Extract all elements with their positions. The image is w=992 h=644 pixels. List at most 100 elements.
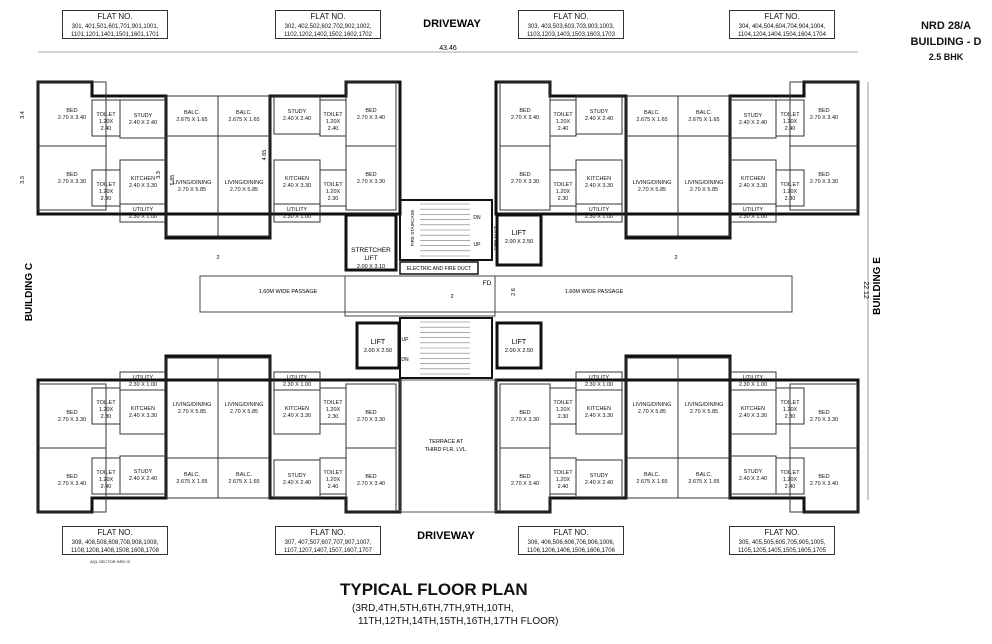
flat-box-line: 1107,1207,1407,1507,1607,1707 [284, 548, 372, 554]
room-balcony-b-tl [217, 95, 271, 137]
room-study-2-bl [273, 459, 321, 499]
room-name-kitchen-2-bl: KITCHEN [285, 406, 309, 412]
room-name-toilet-b-br: TOILET [780, 400, 800, 406]
room-name-balcony-a-bl: BALC. [184, 472, 200, 478]
dim-465: 4.65 [262, 150, 268, 161]
room-dim2-toilet-a-bl: 2.40 [101, 484, 112, 490]
room-name-study-2-bl: STUDY [288, 473, 307, 479]
dim-34: 3.4 [20, 111, 26, 119]
room-bed-d-tl [345, 145, 397, 211]
room-dim-toilet-d-tl: 1.20X [326, 189, 341, 195]
room-dim-living-a-br: 2.70 X 5.85 [690, 409, 718, 415]
lift-left [355, 321, 401, 370]
stair-dn-bottom: DN [401, 357, 409, 363]
flat-box-304: FLAT NO. 304, 404,504,604,704,904,1004, … [729, 10, 835, 39]
room-kitchen-tr [729, 159, 777, 205]
flat-box-line: 305, 405,505,605,705,905,1005, [738, 540, 826, 546]
room-dim-toilet-b-tr: 1.20X [783, 189, 798, 195]
lift-dim-left: 2.00 X 2.50 [364, 348, 392, 354]
room-name-toilet-c-tl: TOILET [323, 112, 343, 118]
room-dim-bed-a-br: 2.70 X 3.40 [810, 481, 838, 487]
room-study-tl [119, 99, 167, 139]
room-dim-utility-tl: 2.30 X 1.00 [129, 214, 157, 220]
room-name-bed-b-bl: BED [66, 410, 77, 416]
room-dim-utility-2-bl: 2.30 X 1.00 [283, 382, 311, 388]
room-living-a-br [677, 357, 731, 459]
room-dim-kitchen-tr: 2.40 X 3.30 [739, 183, 767, 189]
room-dim-bed-b-tr: 2.70 X 3.30 [810, 179, 838, 185]
room-name-kitchen-2-tl: KITCHEN [285, 176, 309, 182]
dim-585: 5.85 [170, 175, 176, 186]
room-kitchen-2-br [575, 389, 623, 435]
fire-duct-label: FIRE DUCT [493, 226, 498, 250]
room-name-balcony-b-bl: BALC. [236, 472, 252, 478]
terrace [399, 379, 497, 513]
room-living-b-bl [217, 357, 271, 459]
flat-box-head: FLAT NO. [97, 12, 133, 21]
room-name-utility-bl: UTILITY [133, 375, 154, 381]
room-name-bed-d-tr: BED [519, 172, 530, 178]
electric-duct-label: ELECTRIC AND FIRE DUCT [407, 266, 471, 272]
room-name-bed-d-bl: BED [365, 410, 376, 416]
electric-fire-duct [399, 261, 479, 275]
flat-box-head: FLAT NO. [553, 528, 589, 537]
flat-box-head: FLAT NO. [310, 12, 346, 21]
room-name-living-b-tr: LIVING/DINING [633, 180, 672, 186]
lift-right [495, 321, 543, 370]
room-name-balcony-b-tr: BALC. [644, 110, 660, 116]
room-dim-utility-2-tr: 2.30 X 1.00 [585, 214, 613, 220]
plan-subtitle-2: 11TH,12TH,14TH,15TH,16TH,17TH FLOOR) [358, 616, 559, 627]
flat-box-line: 1101,1201,1401,1501,1601,1701 [71, 32, 159, 38]
room-kitchen-2-tr [575, 159, 623, 205]
room-name-study-br: STUDY [744, 469, 763, 475]
room-name-living-b-tl: LIVING/DINING [225, 180, 264, 186]
room-dim-balcony-b-br: 2.675 X 1.65 [636, 479, 667, 485]
room-balcony-a-br [677, 457, 731, 499]
room-utility-tl [119, 203, 167, 223]
room-bed-c-tr [499, 81, 551, 147]
room-utility-2-tr [575, 203, 623, 223]
room-dim-kitchen-2-tr: 2.40 X 3.30 [585, 183, 613, 189]
plan-title: TYPICAL FLOOR PLAN [340, 580, 528, 599]
flat-box-line: 1102,1202,1402,1502,1602,1702 [284, 32, 372, 38]
dim-2-center: 2 [450, 294, 453, 300]
room-name-utility-2-tr: UTILITY [589, 207, 610, 213]
room-dim-toilet-a-tr: 1.20X [783, 119, 798, 125]
room-name-bed-b-tr: BED [818, 172, 829, 178]
room-balcony-b-br [625, 457, 679, 499]
room-dim-toilet-c-tr: 1.20X [556, 119, 571, 125]
fd-label: FD [483, 280, 492, 287]
passage-label-left: 1.60M WIDE PASSAGE [259, 289, 318, 295]
room-kitchen-bl [119, 389, 167, 435]
stair-dn-top: DN [473, 215, 481, 221]
room-name-utility-br: UTILITY [743, 375, 764, 381]
room-dim-study-tr: 2.40 X 2.40 [739, 120, 767, 126]
room-balcony-a-bl [165, 457, 219, 499]
dim-2-left: 2 [216, 255, 219, 261]
room-name-bed-b-tl: BED [66, 172, 77, 178]
room-name-toilet-c-bl: TOILET [323, 470, 343, 476]
partition-layer [37, 81, 859, 513]
flat-box-line: 301, 401,501,601,701,901,1001, [71, 24, 159, 30]
room-name-bed-c-tl: BED [365, 108, 376, 114]
room-dim-bed-d-tl: 2.70 X 3.30 [357, 179, 385, 185]
room-balcony-a-tl [165, 95, 219, 137]
room-name-kitchen-2-br: KITCHEN [587, 406, 611, 412]
room-balcony-b-bl [217, 457, 271, 499]
room-name-study-2-tl: STUDY [288, 109, 307, 115]
room-dim-bed-d-br: 2.70 X 3.30 [511, 417, 539, 423]
stair-up-bottom: UP [402, 337, 410, 343]
room-name-toilet-b-bl: TOILET [96, 400, 116, 406]
room-dim-utility-br: 2.30 X 1.00 [739, 382, 767, 388]
flat-box-line: 303, 403,503,603,703,903,1003, [527, 24, 615, 30]
room-dim-bed-d-bl: 2.70 X 3.30 [357, 417, 385, 423]
flat-box-head: FLAT NO. [553, 12, 589, 21]
flat-box-line: 1105,1205,1405,1505,1605,1705 [738, 548, 826, 554]
flat-box-307: FLAT NO. 307, 407,507,607,707,907,1007, … [275, 526, 381, 555]
room-name-toilet-a-tl: TOILET [96, 112, 116, 118]
room-dim-toilet-c-br: 1.20X [556, 477, 571, 483]
title-line-3: 2.5 BHK [928, 52, 964, 62]
room-dim-kitchen-2-bl: 2.40 X 3.30 [283, 413, 311, 419]
width-dimension-label: 43.46 [439, 45, 457, 52]
flat-box-line: 304, 404,504,604,704,904,1004, [738, 24, 826, 30]
